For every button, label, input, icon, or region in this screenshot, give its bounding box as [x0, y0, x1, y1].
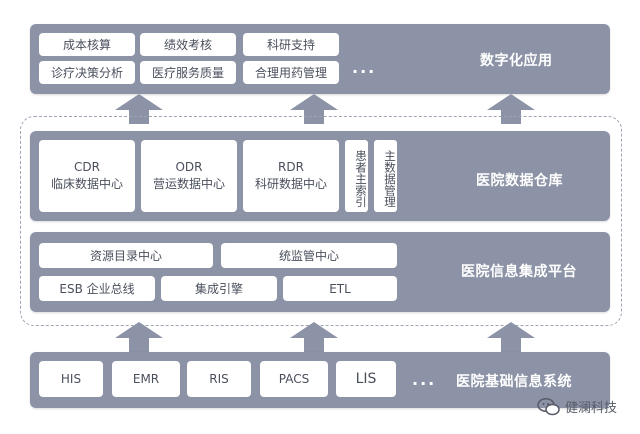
- odr-code: ODR: [175, 160, 203, 174]
- dashed-group-frame: [20, 116, 622, 326]
- up-arrow-icon: [115, 322, 163, 352]
- apps-ellipsis: ...: [352, 58, 377, 77]
- unified-monitoring-center: 统监管中心: [221, 243, 397, 268]
- app-decision-analysis: 诊疗决策分析: [39, 61, 135, 84]
- master-data-management: 主数据管理: [374, 140, 397, 212]
- esb-enterprise-bus: ESB 企业总线: [39, 276, 155, 301]
- watermark: 健澜科技: [537, 397, 617, 416]
- rdr-name: 科研数据中心: [254, 177, 327, 191]
- base-systems-ellipsis: ...: [412, 370, 437, 389]
- up-arrow-icon: [487, 322, 535, 352]
- his-box: HIS: [39, 361, 103, 397]
- up-arrow-icon: [115, 94, 163, 124]
- integration-platform-title: 医院信息集成平台: [461, 264, 577, 280]
- rdr-code: RDR: [278, 160, 304, 174]
- up-arrow-icon: [290, 322, 338, 352]
- lis-box: LIS: [336, 361, 396, 397]
- patient-master-index: 患者主索引: [345, 140, 368, 212]
- pacs-box: PACS: [260, 361, 328, 397]
- app-cost-accounting: 成本核算: [39, 33, 135, 56]
- cdr-code: CDR: [74, 160, 100, 174]
- etl-box: ETL: [283, 276, 397, 301]
- up-arrow-icon: [290, 94, 338, 124]
- odr-name: 营运数据中心: [152, 177, 225, 191]
- odr-box: ODR 营运数据中心: [141, 140, 237, 212]
- data-warehouse-title: 医院数据仓库: [476, 173, 563, 189]
- cdr-name: 临床数据中心: [50, 177, 123, 191]
- resource-directory-center: 资源目录中心: [39, 243, 213, 268]
- digital-apps-title: 数字化应用: [480, 53, 553, 69]
- up-arrow-icon: [487, 94, 535, 124]
- base-systems-title: 医院基础信息系统: [456, 374, 572, 390]
- app-service-quality: 医疗服务质量: [140, 61, 236, 84]
- app-drug-management: 合理用药管理: [243, 61, 339, 84]
- rdr-box: RDR 科研数据中心: [243, 140, 339, 212]
- wechat-icon: [537, 397, 560, 415]
- cdr-box: CDR 临床数据中心: [39, 140, 135, 212]
- app-performance: 绩效考核: [140, 33, 236, 56]
- integration-engine: 集成引擎: [161, 276, 277, 301]
- watermark-text: 健澜科技: [565, 401, 618, 416]
- app-research-support: 科研支持: [243, 33, 339, 56]
- emr-box: EMR: [112, 361, 180, 397]
- ris-box: RIS: [187, 361, 251, 397]
